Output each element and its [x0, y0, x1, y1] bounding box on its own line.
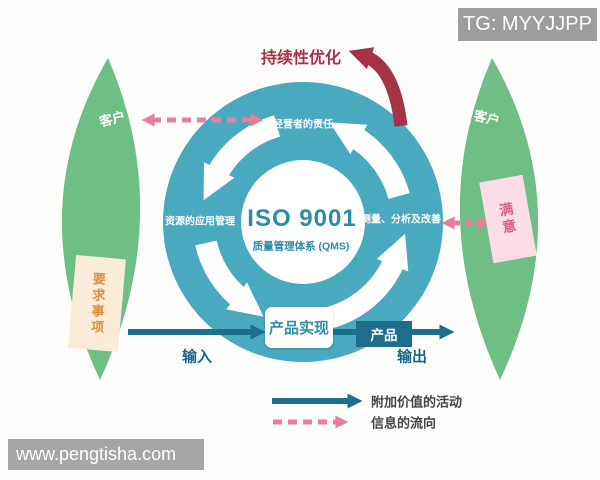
product-realization-label: 产品实现 — [268, 320, 329, 337]
product-box: 产品 — [356, 321, 412, 347]
site-watermark-box: www.pengtisha.com — [8, 439, 204, 470]
product-realization-box: 产品实现 — [265, 307, 333, 348]
product-label: 产品 — [370, 328, 398, 343]
cycle-arrow-top-right — [329, 122, 410, 200]
ring-inner-circle — [241, 160, 365, 284]
cycle-arrow-bottom-left — [195, 240, 264, 317]
input-label: 输入 — [181, 348, 213, 366]
continuous-improvement-arrow — [348, 47, 408, 127]
ring-label-management: 经营者的责任 — [273, 119, 333, 131]
tg-watermark-text: TG: MYYJJPP — [463, 13, 592, 35]
legend-solid-label: 附加价值的活动 — [371, 394, 463, 410]
ring-label-measurement: 测量、分析及改善 — [361, 214, 441, 226]
output-label: 输出 — [396, 348, 428, 366]
requirements-box: 要求事项 — [68, 254, 126, 353]
qms-subtitle: 质量管理体系 (QMS) — [252, 240, 350, 253]
cycle-arrow-bottom-right — [321, 233, 409, 330]
satisfaction-label: 满意 — [497, 200, 519, 238]
requirements-label: 要求事项 — [88, 271, 106, 336]
site-watermark-text: www.pengtisha.com — [16, 444, 177, 464]
ring-label-resources: 资源的应用管理 — [165, 216, 235, 228]
legend-dashed-label: 信息的流向 — [371, 415, 437, 431]
cycle-arrow-top-left — [203, 115, 281, 201]
tg-watermark-box: TG: MYYJJPP — [458, 8, 597, 41]
iso-9001-title: ISO 9001 — [247, 205, 357, 232]
continuous-improvement-label: 持续性优化 — [260, 50, 342, 67]
